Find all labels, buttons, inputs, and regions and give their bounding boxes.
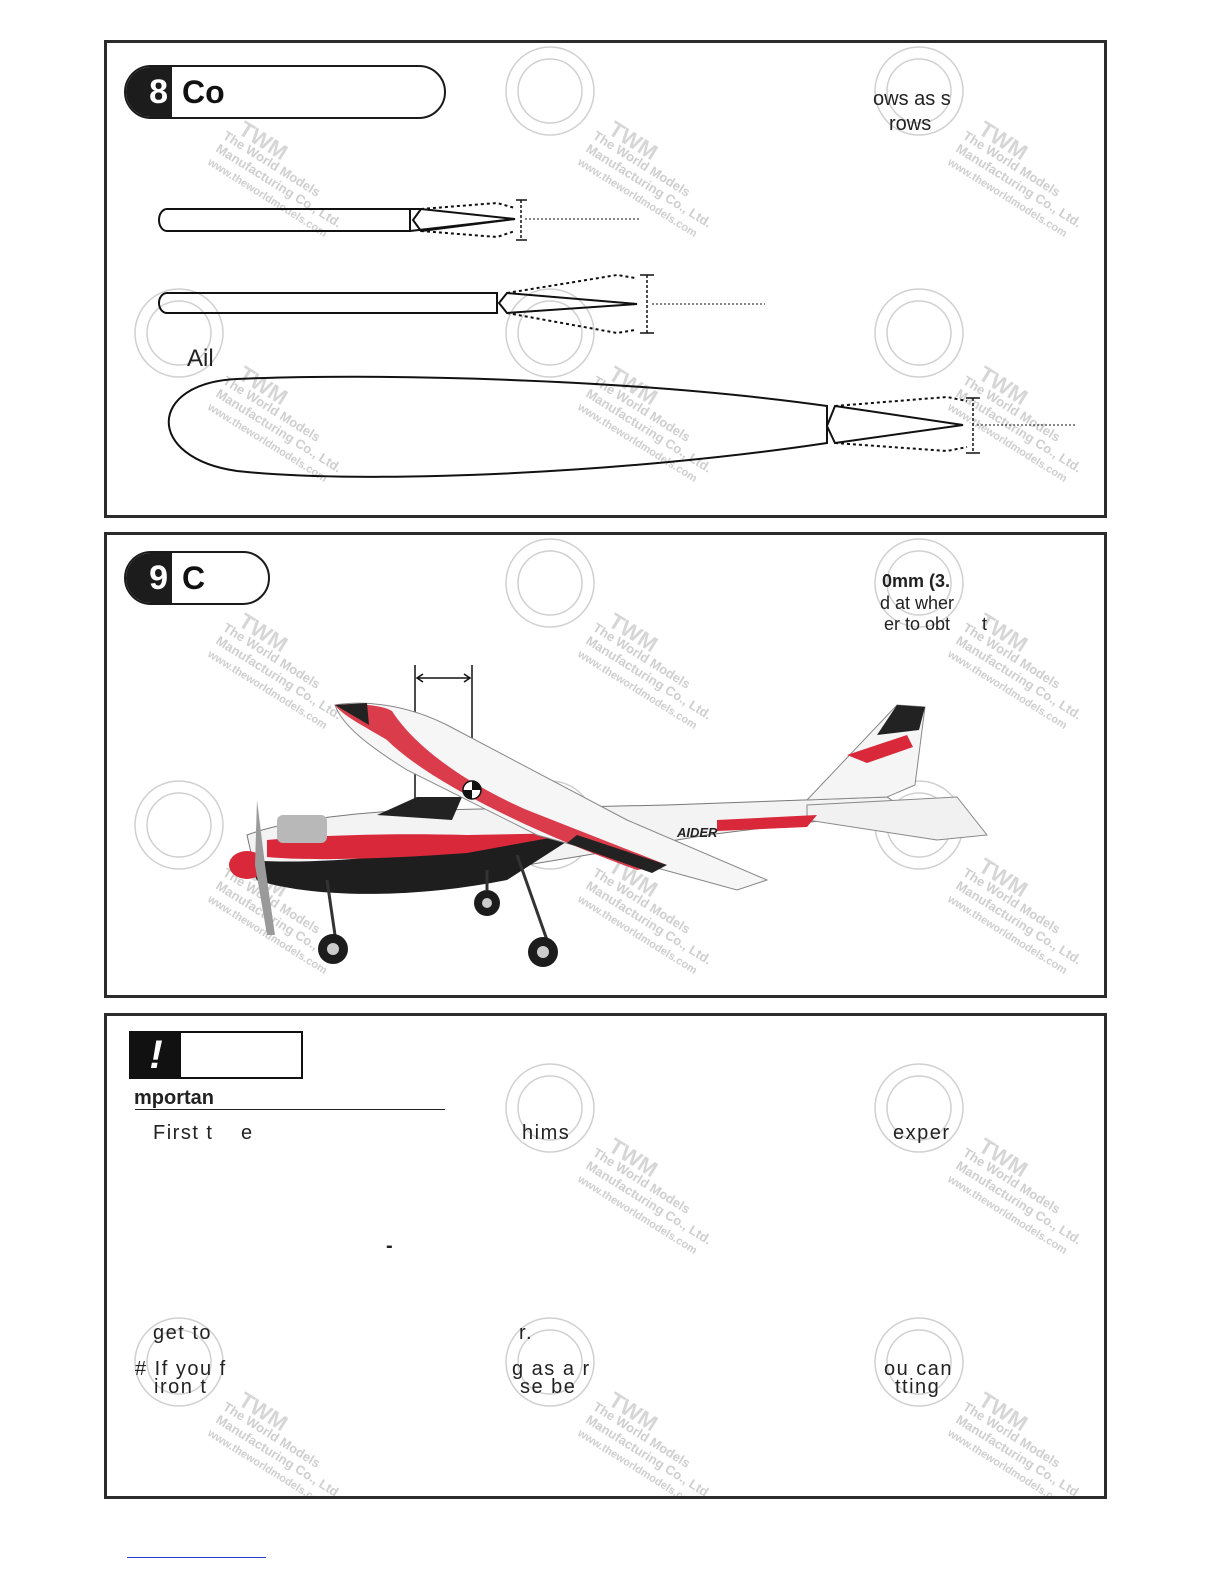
section-8-panel: TWM The World Models Manufacturing Co., … bbox=[104, 40, 1107, 518]
svg-text:The World Models: The World Models bbox=[590, 1145, 693, 1217]
svg-text:www.theworldmodels.com: www.theworldmodels.com bbox=[945, 1427, 1070, 1496]
heading-underline bbox=[135, 1109, 445, 1110]
important-text: # If you f bbox=[135, 1358, 227, 1380]
important-text: g as a r bbox=[512, 1358, 591, 1380]
control-surface-diagram bbox=[158, 199, 1075, 478]
important-text: iron t bbox=[154, 1376, 208, 1398]
watermark-layer: TWM The World Models Manufacturing Co., … bbox=[134, 1063, 1084, 1496]
svg-text:Manufacturing Co., Ltd.: Manufacturing Co., Ltd. bbox=[213, 1412, 344, 1496]
important-text: e bbox=[241, 1122, 254, 1144]
svg-text:www.theworldmodels.com: www.theworldmodels.com bbox=[945, 1173, 1070, 1257]
section-title: Co bbox=[182, 74, 225, 110]
important-heading: mportan bbox=[134, 1087, 214, 1109]
aileron-label: Ail bbox=[187, 345, 214, 372]
svg-text:TWM: TWM bbox=[234, 1387, 292, 1436]
section-8-desc-line2: rows bbox=[889, 113, 932, 135]
section-title: C bbox=[182, 560, 206, 596]
important-text: hims bbox=[522, 1122, 571, 1144]
section-number: 9 bbox=[126, 553, 172, 603]
warning-badge: ! bbox=[129, 1031, 303, 1079]
section-9-desc-line3b: t bbox=[982, 614, 988, 634]
aileron-diagram bbox=[167, 375, 1075, 478]
airplane: AIDER bbox=[229, 702, 988, 967]
svg-text:The World Models: The World Models bbox=[220, 1399, 323, 1471]
svg-text:Manufacturing Co., Ltd.: Manufacturing Co., Ltd. bbox=[953, 1412, 1084, 1496]
important-text: First t bbox=[153, 1122, 214, 1144]
svg-text:Manufacturing Co., Ltd.: Manufacturing Co., Ltd. bbox=[583, 1412, 714, 1496]
svg-text:TWM: TWM bbox=[974, 1133, 1032, 1182]
svg-text:www.theworldmodels.com: www.theworldmodels.com bbox=[205, 1427, 330, 1496]
important-panel: TWM The World Models Manufacturing Co., … bbox=[104, 1013, 1107, 1499]
important-text: ou can bbox=[884, 1358, 954, 1380]
svg-text:The World Models: The World Models bbox=[590, 1399, 693, 1471]
section-9-panel: TWM The World Models Manufacturing Co., … bbox=[104, 532, 1107, 998]
airplane-cg-illustration: AIDER bbox=[229, 665, 988, 967]
section-number: 8 bbox=[126, 67, 172, 117]
svg-text:www.theworldmodels.com: www.theworldmodels.com bbox=[575, 1173, 700, 1257]
rudder-diagram bbox=[158, 273, 765, 335]
svg-text:www.theworldmodels.com: www.theworldmodels.com bbox=[575, 1427, 700, 1496]
cg-symbol-icon bbox=[462, 780, 482, 800]
section-9-desc-line3: er to obt bbox=[884, 614, 951, 634]
svg-text:TWM: TWM bbox=[604, 1387, 662, 1436]
section-9-desc-line2: d at wher bbox=[880, 593, 955, 613]
elevator-diagram bbox=[158, 199, 639, 241]
svg-text:TWM: TWM bbox=[604, 1133, 662, 1182]
important-text: - bbox=[386, 1235, 393, 1257]
exclamation-icon: ! bbox=[131, 1033, 181, 1077]
svg-text:The World Models: The World Models bbox=[960, 1399, 1063, 1471]
section-8-desc-line1: ows as s bbox=[873, 88, 951, 110]
section-8-header: 8 Co bbox=[124, 65, 446, 119]
svg-text:Manufacturing Co., Ltd.: Manufacturing Co., Ltd. bbox=[953, 1158, 1084, 1248]
svg-text:The World Models: The World Models bbox=[960, 1145, 1063, 1217]
section-9-header: 9 C bbox=[124, 551, 270, 605]
important-text: exper bbox=[893, 1122, 951, 1144]
footer-link[interactable] bbox=[127, 1557, 266, 1558]
section-9-desc-line1: 0mm (3. bbox=[882, 571, 951, 591]
important-text: r. bbox=[519, 1322, 534, 1344]
plane-decal-text: AIDER bbox=[676, 825, 718, 840]
important-text: get to bbox=[153, 1322, 213, 1344]
svg-text:TWM: TWM bbox=[974, 1387, 1032, 1436]
important-text: tting bbox=[895, 1376, 941, 1398]
important-text: se be bbox=[520, 1376, 577, 1398]
svg-text:Manufacturing Co., Ltd.: Manufacturing Co., Ltd. bbox=[583, 1158, 714, 1248]
